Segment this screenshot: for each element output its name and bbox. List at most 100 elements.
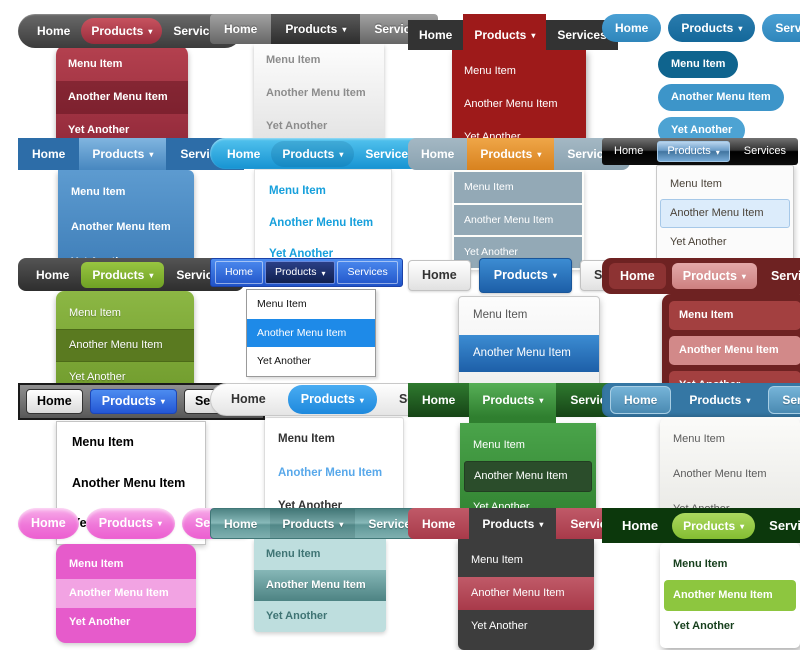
menu-item-1[interactable]: Menu Item — [670, 178, 722, 190]
menu-item-2[interactable]: Another Menu Item — [669, 336, 800, 365]
nav-item-home[interactable]: Home — [37, 24, 71, 38]
menu-item-2[interactable]: Another Menu Item — [278, 466, 383, 479]
nav-item-services[interactable]: Services — [762, 14, 800, 42]
menu-item-2[interactable]: Another Menu Item — [658, 84, 784, 111]
nav-item-products[interactable]: Products▾ — [271, 14, 361, 44]
nav-item-products[interactable]: Products▾ — [671, 262, 757, 290]
menu-item-2[interactable]: Another Menu Item — [454, 204, 582, 235]
menu-item-1[interactable]: Menu Item — [673, 558, 728, 570]
menu-item-2[interactable]: Another Menu Item — [464, 461, 592, 492]
nav-item-products[interactable]: Products▾ — [668, 14, 756, 42]
menu-item-2[interactable]: Another Menu Item — [458, 577, 594, 610]
nav-item-home[interactable]: Home — [224, 516, 258, 531]
menu-item-2[interactable]: Another Menu Item — [673, 468, 767, 480]
nav-item-home[interactable]: Home — [610, 386, 672, 414]
menu-item-3[interactable]: Yet Another — [464, 131, 521, 143]
nav-item-products[interactable]: Products▾ — [270, 509, 356, 538]
nav-item-services[interactable]: Services — [337, 261, 398, 284]
nav-item-home[interactable]: Home — [602, 14, 662, 42]
menu-item-3[interactable]: Yet Another — [266, 610, 328, 622]
menu-item-2[interactable]: Another Menu Item — [464, 98, 558, 110]
menu-item-2[interactable]: Another Menu Item — [56, 81, 188, 114]
menu-item-1[interactable]: Menu Item — [669, 301, 800, 330]
menu-item-3[interactable]: Yet Another — [69, 616, 131, 628]
menu-item-2[interactable]: Another Menu Item — [247, 318, 375, 347]
nav-item-products[interactable]: Products▾ — [463, 14, 547, 50]
menu-item-1[interactable]: Menu Item — [471, 554, 523, 566]
nav-item-home[interactable]: Home — [614, 145, 644, 157]
menu-item-1[interactable]: Menu Item — [673, 433, 725, 445]
menu-item-3[interactable]: Yet Another — [670, 236, 727, 248]
nav-item-home[interactable]: Home — [422, 393, 456, 407]
menu-item-2[interactable]: Another Menu Item — [660, 199, 790, 228]
nav-item-products[interactable]: Products▾ — [265, 261, 336, 284]
nav-item-products[interactable]: Products▾ — [672, 512, 756, 539]
menu-item-3[interactable]: Yet Another — [257, 355, 311, 367]
menu-item-3[interactable]: Yet Another — [266, 120, 328, 132]
menu-item-2[interactable]: Another Menu Item — [664, 580, 796, 611]
menu-item-2[interactable]: Another Menu Item — [459, 334, 599, 372]
nav-item-products[interactable]: Products▾ — [81, 18, 163, 44]
nav-item-home[interactable]: Home — [227, 146, 261, 161]
nav-item-products[interactable]: Products▾ — [287, 385, 377, 414]
menu-item-1[interactable]: Menu Item — [69, 558, 124, 570]
menu-item-2[interactable]: Another Menu Item — [71, 221, 171, 233]
menu-item-2[interactable]: Another Menu Item — [254, 570, 386, 601]
menu-item-3[interactable]: Yet Another — [673, 620, 735, 632]
menu-item-1[interactable]: Menu Item — [71, 186, 126, 198]
nav-item-home[interactable]: Home — [224, 22, 258, 36]
menu-item-1[interactable]: Menu Item — [269, 185, 326, 197]
menu-item-1[interactable]: Menu Item — [68, 58, 123, 70]
menu-item-1[interactable]: Menu Item — [266, 548, 321, 560]
nav-item-products[interactable]: Products▾ — [271, 140, 355, 167]
menu-item-3[interactable]: Yet Another — [68, 124, 130, 136]
nav-item-home[interactable]: Home — [408, 260, 471, 291]
nav-item-products[interactable]: Products▾ — [81, 261, 165, 288]
nav-item-services[interactable]: Services — [365, 146, 415, 161]
nav-item-services[interactable]: Services — [769, 518, 800, 533]
nav-item-products[interactable]: Products▾ — [478, 258, 572, 293]
nav-item-home[interactable]: Home — [421, 147, 455, 161]
nav-item-products[interactable]: Products▾ — [79, 138, 167, 170]
nav-item-home[interactable]: Home — [18, 508, 79, 539]
nav-item-home[interactable]: Home — [419, 28, 453, 42]
menu-item-3[interactable]: Yet Another — [269, 248, 334, 260]
menu-item-2[interactable]: Another Menu Item — [72, 475, 186, 490]
nav-item-home[interactable]: Home — [622, 518, 659, 533]
menu-item-1[interactable]: Menu Item — [473, 309, 528, 321]
nav-item-services[interactable]: Services — [770, 268, 800, 283]
menu-item-2[interactable]: Another Menu Item — [269, 216, 374, 229]
menu-item-1[interactable]: Menu Item — [454, 172, 582, 203]
nav-item-services[interactable]: Services — [743, 145, 786, 157]
menu-item-2[interactable]: Another Menu Item — [56, 329, 194, 362]
menu-item-1[interactable]: Menu Item — [72, 435, 134, 449]
nav-item-home[interactable]: Home — [231, 392, 266, 407]
menu-item-1[interactable]: Menu Item — [464, 65, 516, 77]
menu-item-1[interactable]: Menu Item — [658, 51, 739, 78]
nav-item-home[interactable]: Home — [609, 262, 666, 290]
nav-item-services[interactable]: Services — [368, 516, 418, 531]
nav-item-home[interactable]: Home — [26, 389, 83, 414]
menu-item-1[interactable]: Menu Item — [257, 298, 307, 310]
nav-item-home[interactable]: Home — [422, 516, 456, 531]
nav-item-products[interactable]: Products▾ — [89, 389, 177, 414]
nav-item-products[interactable]: Products▾ — [469, 508, 557, 539]
nav-item-services[interactable]: Services — [557, 28, 607, 42]
nav-item-services[interactable]: Services — [768, 386, 800, 414]
nav-item-products[interactable]: Products▾ — [469, 383, 557, 423]
nav-item-home[interactable]: Home — [215, 261, 264, 284]
menu-item-2[interactable]: Another Menu Item — [56, 579, 196, 608]
nav-item-home[interactable]: Home — [32, 147, 66, 161]
menu-item-1[interactable]: Menu Item — [278, 433, 335, 445]
menu-item-1[interactable]: Menu Item — [266, 54, 321, 66]
nav-item-products[interactable]: Products▾ — [467, 138, 555, 170]
menu-item-3[interactable]: Yet Another — [471, 620, 528, 632]
menu-item-1[interactable]: Menu Item — [69, 307, 121, 319]
nav-item-products[interactable]: Products▾ — [657, 141, 730, 162]
menu-item-1[interactable]: Menu Item — [473, 439, 525, 451]
menu-item-3[interactable]: Yet Another — [278, 500, 343, 512]
menu-item-2[interactable]: Another Menu Item — [266, 87, 366, 99]
nav-item-products[interactable]: Products▾ — [85, 508, 175, 539]
menu-item-3[interactable]: Yet Another — [69, 371, 126, 383]
nav-item-products[interactable]: Products▾ — [679, 387, 760, 413]
